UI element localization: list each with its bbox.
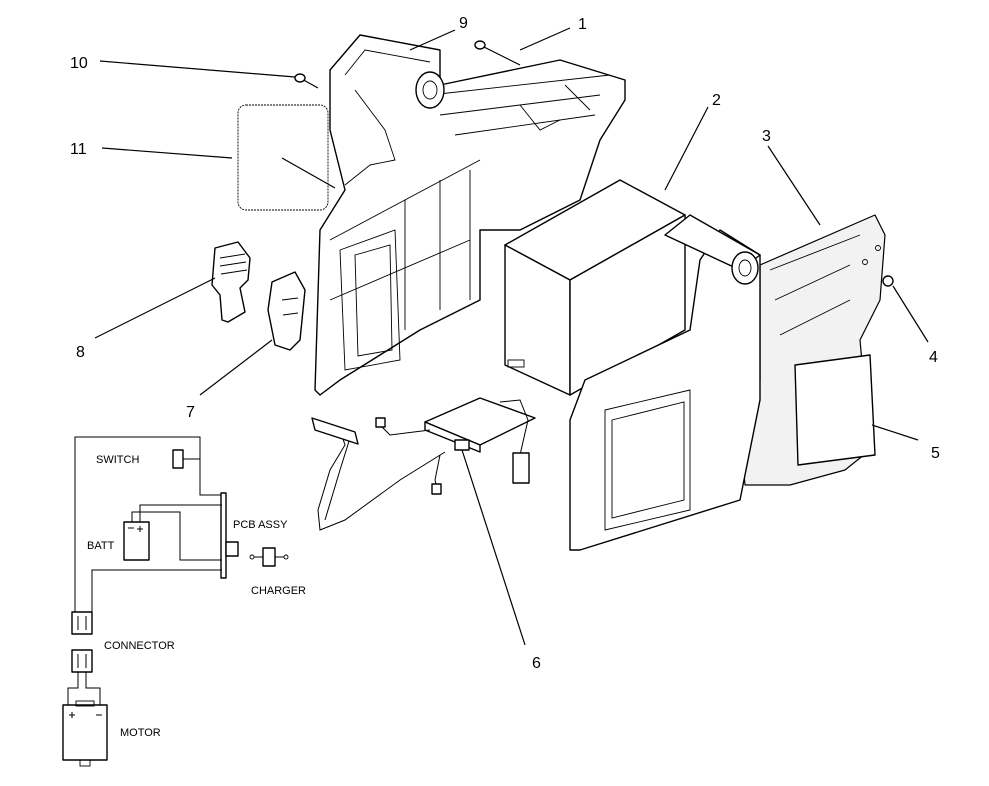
label-sticker-part (237, 104, 329, 211)
callout-8: 8 (76, 344, 85, 361)
charger-plug-symbol (262, 547, 276, 567)
callout-6: 6 (532, 655, 541, 672)
connector-upper-symbol (71, 611, 93, 635)
callout-4: 4 (929, 349, 938, 366)
callout-11: 11 (70, 141, 87, 158)
callout-7: 7 (186, 404, 195, 421)
pcb-assy-label: PCB ASSY (233, 519, 288, 531)
switch-clip-part (267, 271, 306, 351)
battery-symbol (123, 521, 150, 561)
battery-block-part (504, 179, 686, 396)
rear-housing-part (314, 34, 626, 396)
connector-label: CONNECTOR (104, 640, 175, 652)
switch-trigger-part (211, 241, 251, 323)
callout-10: 10 (70, 55, 88, 72)
callout-1: 1 (578, 16, 587, 33)
nut-part (882, 275, 894, 287)
callout-5: 5 (931, 445, 940, 462)
batt-label: BATT (87, 540, 115, 552)
front-housing-part (569, 214, 886, 551)
charger-label: CHARGER (251, 585, 306, 597)
label-panel-part (794, 354, 876, 466)
callout-3: 3 (762, 128, 771, 145)
callout-9: 9 (459, 15, 468, 32)
connector-lower-symbol (71, 649, 93, 673)
wiring-schematic (62, 436, 289, 767)
pcb-assembly-part (311, 397, 536, 531)
motor-symbol (62, 704, 108, 761)
switch-label: SWITCH (96, 454, 139, 466)
long-screw-part (474, 40, 521, 66)
small-screw-part (294, 73, 319, 89)
motor-label: MOTOR (120, 727, 161, 739)
leader-lines (94, 27, 929, 646)
callout-2: 2 (712, 92, 721, 109)
